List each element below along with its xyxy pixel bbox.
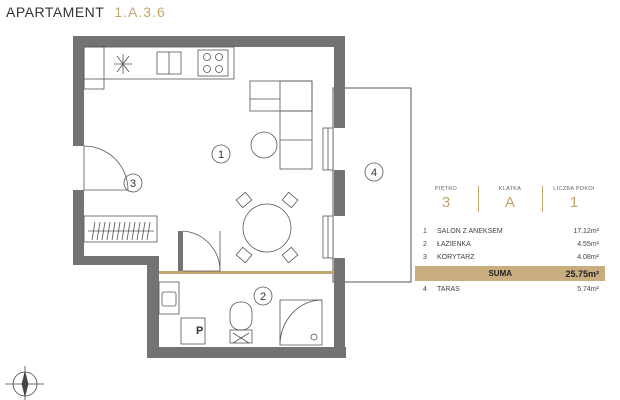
partition-wall: [159, 271, 334, 274]
terrace-name: TARAS: [437, 286, 460, 293]
area-value: 4.55m²: [577, 241, 599, 248]
room-number-2: 2: [260, 291, 266, 303]
bathroom-door: [182, 230, 221, 272]
area-num: 2: [423, 241, 427, 248]
shower: [279, 299, 323, 346]
area-name: ŁAZIENKA: [437, 241, 471, 248]
toilet: [229, 301, 253, 331]
area-num: 3: [423, 254, 427, 261]
area-name: KORYTARZ: [437, 254, 475, 261]
sum-value: 25.75m²: [565, 268, 599, 279]
floor-column: PIĘTRO 3: [415, 186, 477, 211]
dining-table: [235, 191, 299, 264]
divider: [542, 186, 543, 212]
title-label: APARTAMENT: [6, 4, 105, 20]
apartment-info: PIĘTRO 3 KLATKA A LICZBA POKOI 1 1 SALON…: [415, 186, 605, 296]
floor-value: 3: [441, 194, 451, 211]
kitchen-counter: [83, 46, 235, 90]
info-header: PIĘTRO 3 KLATKA A LICZBA POKOI 1: [415, 186, 605, 212]
windows: [322, 127, 334, 259]
room-number-3: 3: [130, 178, 136, 190]
sum-label: SUMA: [488, 269, 513, 278]
stair-label: KLATKA: [498, 186, 522, 192]
room-number-1: 1: [218, 149, 224, 161]
area-row: 2 ŁAZIENKA 4.55m²: [415, 238, 605, 251]
rooms-column: LICZBA POKOI 1: [543, 186, 605, 211]
stair-value: A: [504, 194, 515, 211]
compass-icon: [5, 366, 44, 400]
room-number-4: 4: [371, 167, 377, 179]
terrace-outline: [332, 87, 412, 283]
area-value: 4.08m²: [577, 254, 599, 261]
entry-door: [83, 145, 129, 191]
area-row: 3 KORYTARZ 4.08m²: [415, 251, 605, 264]
walls: [73, 36, 346, 358]
area-num: 1: [423, 228, 427, 235]
coffee-table: [250, 131, 278, 159]
sink: [158, 281, 180, 315]
terrace-num: 4: [423, 286, 427, 293]
area-row: 1 SALON Z ANEKSEM 17.12m²: [415, 225, 605, 238]
stair-column: KLATKA A: [479, 186, 541, 211]
area-table: 1 SALON Z ANEKSEM 17.12m² 2 ŁAZIENKA 4.5…: [415, 225, 605, 296]
divider: [478, 186, 479, 212]
meter-label: P: [196, 325, 203, 337]
wardrobe: [83, 215, 158, 243]
rooms-value: 1: [569, 194, 579, 211]
floor-label: PIĘTRO: [434, 186, 458, 192]
room-markers: 1 3 2 4: [123, 144, 384, 306]
utility-box: [180, 317, 206, 345]
terrace-row: 4 TARAS 5.74m²: [415, 283, 605, 296]
area-value: 17.12m²: [573, 228, 599, 235]
sum-row: SUMA 25.75m²: [415, 266, 605, 281]
apartment-code: 1.A.3.6: [114, 4, 166, 20]
rooms-label: LICZBA POKOI: [553, 186, 595, 192]
page-title: APARTAMENT 1.A.3.6: [6, 4, 166, 20]
bathroom-fixtures: [158, 281, 323, 346]
area-name: SALON Z ANEKSEM: [437, 228, 503, 235]
sofa: [249, 80, 313, 170]
terrace-area: 5.74m²: [577, 286, 599, 293]
